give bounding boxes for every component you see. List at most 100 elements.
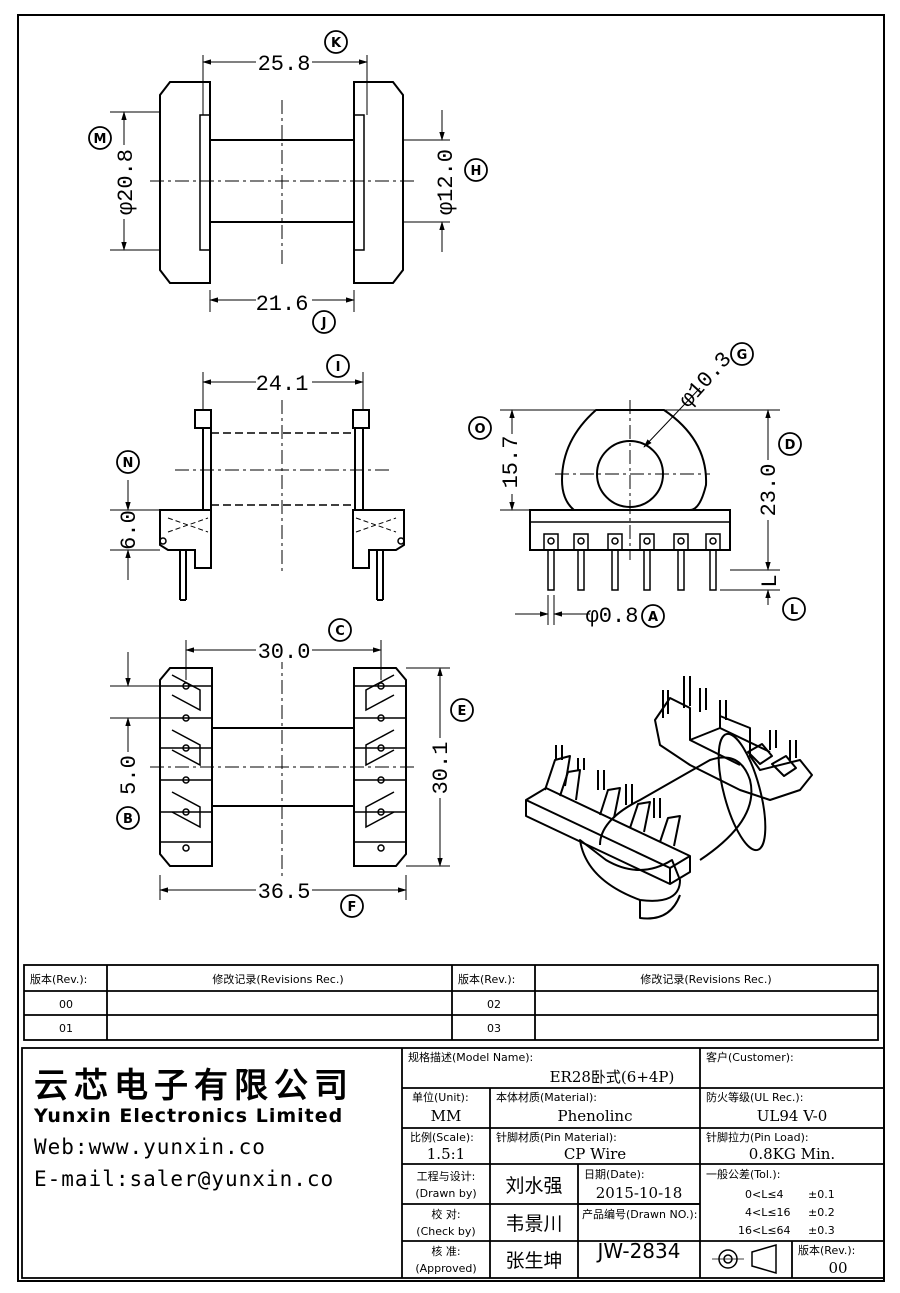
pin-load-label: 针脚拉力(Pin Load): [706, 1130, 809, 1144]
front-view [110, 372, 405, 601]
tol-label: 一般公差(Tol.): [706, 1167, 780, 1181]
rev-row-left-2: 01 [59, 1022, 73, 1035]
scale-label: 比例(Scale): [410, 1130, 474, 1144]
svg-text:C: C [335, 624, 345, 639]
marker-O: O [468, 416, 492, 440]
approved-value: 张生坤 [505, 1250, 562, 1272]
model-label: 规格描述(Model Name): [408, 1050, 533, 1064]
marker-B: B [116, 806, 140, 830]
marker-D: D [778, 432, 802, 456]
svg-text:I: I [336, 360, 341, 375]
scale-value: 1.5:1 [427, 1145, 465, 1163]
marker-H: H [464, 158, 488, 182]
date-label: 日期(Date): [584, 1168, 645, 1181]
tol-range-2: 4<L≤16 [745, 1206, 791, 1219]
dim-0-8: φ0.8 [586, 604, 639, 629]
approved-label-cn: 核 准: [431, 1244, 460, 1258]
drawn-no-label: 产品编号(Drawn NO.): [582, 1207, 697, 1221]
svg-text:G: G [737, 348, 748, 363]
dim-36-5: 36.5 [258, 880, 311, 905]
dim-25-8: 25.8 [258, 52, 311, 77]
dim-30-0: 30.0 [258, 640, 311, 665]
dim-30-1: 30.1 [429, 742, 454, 795]
unit-value: MM [431, 1107, 462, 1125]
svg-text:B: B [123, 812, 133, 827]
dim-6-0: 6.0 [117, 510, 142, 550]
tol-range-1: 0<L≤4 [745, 1188, 784, 1201]
svg-text:F: F [348, 900, 357, 915]
rev-value: 00 [828, 1259, 847, 1277]
dim-21-6: 21.6 [256, 292, 309, 317]
rev-row-right-1: 02 [487, 998, 501, 1011]
svg-text:K: K [331, 36, 342, 51]
customer-label: 客户(Customer): [706, 1050, 794, 1064]
check-value: 韦景川 [505, 1213, 562, 1235]
drawn-value: 刘水强 [505, 1175, 562, 1197]
dim-12-0: φ12.0 [434, 149, 459, 215]
drawn-label-cn: 工程与设计: [417, 1170, 476, 1183]
ul-value: UL94 V-0 [757, 1107, 828, 1125]
tol-value-3: ±0.3 [808, 1224, 835, 1237]
dim-10-3: φ10.3 [675, 347, 738, 413]
unit-label: 单位(Unit): [412, 1090, 469, 1104]
pin-material-label: 针脚材质(Pin Material): [496, 1130, 617, 1144]
dim-15-7: 15.7 [499, 436, 524, 489]
marker-L: L [782, 597, 806, 621]
company-name-cn: 云芯电子有限公司 [34, 1066, 354, 1106]
date-value: 2015-10-18 [596, 1184, 682, 1202]
svg-text:L: L [790, 603, 798, 618]
marker-N: N [116, 450, 140, 474]
marker-M: M [88, 126, 112, 150]
approved-label-en: (Approved) [415, 1262, 476, 1275]
isometric-view [525, 676, 813, 920]
marker-E: E [450, 698, 474, 722]
marker-J: J [312, 310, 336, 334]
company-web: Web:www.yunxin.co [34, 1135, 266, 1159]
tol-value-1: ±0.1 [808, 1188, 835, 1201]
marker-F: F [340, 894, 364, 918]
svg-text:O: O [474, 422, 485, 437]
revision-table [23, 964, 879, 1041]
drawn-no-value: JW-2834 [596, 1239, 681, 1263]
svg-text:M: M [94, 132, 107, 147]
material-value: Phenolinc [558, 1107, 633, 1125]
check-label-en: (Check by) [416, 1225, 475, 1238]
dim-20-8: φ20.8 [114, 149, 139, 215]
rev-row-left-1: 00 [59, 998, 73, 1011]
pin-load-value: 0.8KG Min. [749, 1145, 835, 1163]
company-name-en: Yunxin Electronics Limited [33, 1105, 343, 1127]
top-view [110, 55, 450, 312]
dim-24-1: 24.1 [256, 372, 309, 397]
projection-symbol-icon [712, 1244, 777, 1274]
title-block-grid [21, 1047, 885, 1279]
svg-text:N: N [123, 456, 134, 471]
tol-range-3: 16<L≤64 [738, 1224, 791, 1237]
svg-text:E: E [458, 704, 467, 719]
drawn-label-en: (Drawn by) [415, 1187, 476, 1200]
marker-A: A [641, 604, 665, 628]
rev-label: 版本(Rev.): [798, 1243, 855, 1257]
marker-K: K [324, 30, 348, 54]
svg-text:J: J [321, 316, 327, 331]
rec-header-left: 修改记录(Revisions Rec.) [212, 972, 343, 986]
svg-text:H: H [471, 164, 482, 179]
model-value: ER28卧式(6+4P) [550, 1068, 675, 1086]
tol-value-2: ±0.2 [808, 1206, 835, 1219]
marker-G: G [730, 342, 754, 366]
sheet-border [17, 14, 885, 1282]
svg-text:D: D [785, 438, 796, 453]
rev-header-right: 版本(Rev.): [458, 972, 515, 986]
ul-label: 防火等级(UL Rec.): [706, 1090, 803, 1104]
rec-header-right: 修改记录(Revisions Rec.) [640, 972, 771, 986]
dim-23-0: 23.0 [757, 464, 782, 517]
svg-text:A: A [648, 610, 658, 625]
bottom-view [110, 640, 450, 900]
marker-I: I [326, 354, 350, 378]
pin-material-value: CP Wire [564, 1145, 626, 1163]
dim-5-0: 5.0 [117, 755, 142, 795]
material-label: 本体材质(Material): [496, 1090, 597, 1104]
check-label-cn: 校 对: [431, 1207, 460, 1221]
rev-header-left: 版本(Rev.): [30, 972, 87, 986]
rev-row-right-2: 03 [487, 1022, 501, 1035]
